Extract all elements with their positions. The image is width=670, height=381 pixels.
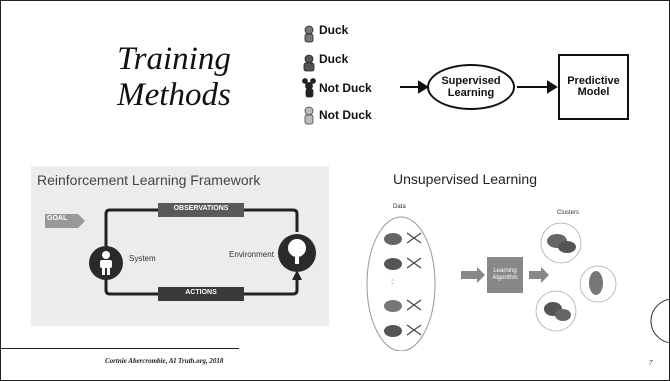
title-line-2: Methods — [117, 77, 231, 113]
data-fruit-3 — [384, 299, 422, 312]
label-not-duck-2: Not Duck — [319, 108, 372, 122]
goal-label: GOAL — [47, 215, 68, 222]
rl-diagram — [45, 203, 316, 301]
reinforcement-learning-panel: Reinforcement Learning Framework GOAL OB… — [31, 166, 329, 326]
data-label: Data — [393, 204, 406, 210]
goal-flag-icon — [45, 214, 78, 228]
system-label: System — [129, 254, 156, 263]
label-duck-1: Duck — [319, 23, 349, 37]
ul-title: Unsupervised Learning — [393, 171, 537, 187]
duck-figure-1 — [304, 25, 314, 43]
algorithm-label: Learning Algorithm — [492, 268, 518, 281]
algorithm-box — [487, 257, 523, 293]
data-ellipse — [366, 216, 436, 351]
supervised-diagram: Duck Duck Not Duck Not Duck Supervised L… — [301, 21, 661, 141]
footer-rule — [1, 348, 239, 349]
mouse-figure — [302, 78, 316, 98]
duck-figure-2 — [303, 54, 315, 72]
label-duck-2: Duck — [319, 52, 349, 66]
supervised-shapes — [302, 25, 558, 125]
other-figure — [304, 106, 314, 125]
arrow-to-model-icon — [517, 80, 558, 94]
edge-circle — [650, 298, 670, 344]
loop-arrow-up-icon — [292, 270, 302, 280]
arrow-to-clusters-icon — [529, 267, 549, 283]
page-number: 7 — [649, 359, 653, 367]
data-fruit-1 — [384, 232, 422, 245]
data-ellipsis: : — [391, 277, 394, 286]
ul-diagram — [366, 216, 617, 351]
data-fruit-4 — [384, 324, 422, 337]
observations-box — [158, 203, 244, 217]
label-not-duck-1: Not Duck — [319, 81, 372, 95]
rl-title: Reinforcement Learning Framework — [37, 172, 261, 188]
environment-label: Environment — [229, 250, 274, 259]
observations-label: OBSERVATIONS — [173, 205, 229, 212]
unsupervised-learning-panel: Unsupervised Learning Data : Clusters Le… — [361, 171, 621, 351]
arrow-to-algorithm-icon — [461, 267, 485, 283]
footer-credit: Cortnie Abercrombie, AI Truth.org, 2018 — [105, 357, 224, 365]
actions-box — [158, 287, 244, 301]
data-fruit-2 — [384, 257, 422, 270]
cluster-2 — [579, 265, 617, 303]
cluster-1 — [540, 222, 582, 264]
supervised-learning-node: Supervised Learning — [427, 64, 515, 110]
title-line-1: Training — [117, 41, 231, 77]
cluster-3 — [535, 290, 577, 332]
arrow-to-learning-icon — [400, 80, 429, 94]
predictive-model-node: Predictive Model — [558, 54, 629, 120]
actions-label: ACTIONS — [185, 289, 217, 296]
clusters-label: Clusters — [557, 210, 580, 216]
slide-title: Training Methods — [89, 41, 259, 113]
